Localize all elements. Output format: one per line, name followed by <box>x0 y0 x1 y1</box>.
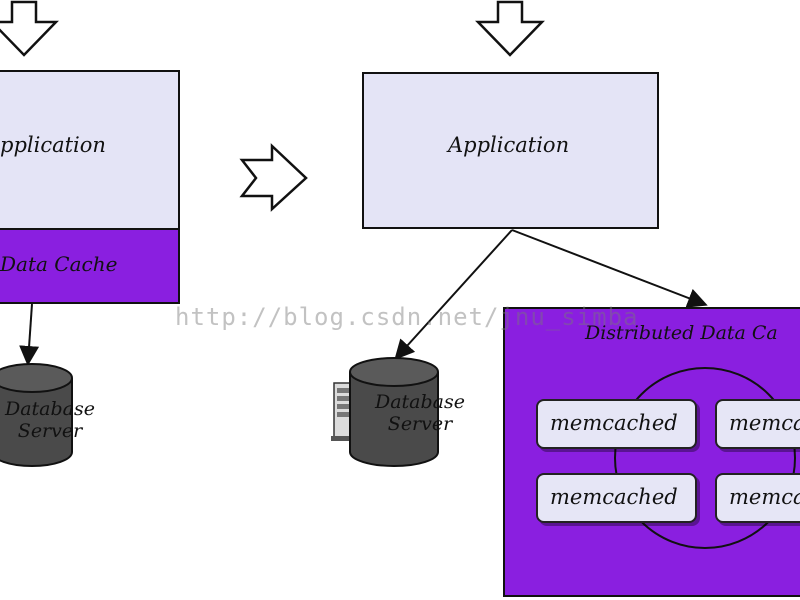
left-database-label-line1: Database <box>4 398 95 420</box>
right-database-label: Database Server <box>360 391 480 435</box>
left-cache-to-db-arrow <box>19 303 40 366</box>
left-data-cache-box <box>0 228 180 304</box>
left-application-label: pplication <box>0 133 106 157</box>
left-data-cache-label: Data Cache <box>0 252 118 276</box>
left-down-arrow-icon <box>0 0 59 57</box>
right-down-arrow-icon <box>475 0 545 57</box>
left-database-label-line2: Server <box>17 420 83 442</box>
app-to-cache-arrow <box>511 229 708 308</box>
left-database-cylinder-icon <box>0 363 73 467</box>
memcached-node: memcached <box>536 399 697 449</box>
memcached-node: memcach <box>715 399 800 449</box>
right-application-box <box>362 72 659 229</box>
right-database-label-line1: Database <box>374 391 465 413</box>
app-to-db-arrow <box>394 229 513 360</box>
memcached-node: memcac <box>715 473 800 523</box>
distributed-cache-label: Distributed Data Ca <box>585 322 778 344</box>
right-database-label-line2: Server <box>387 413 453 435</box>
watermark-text: http://blog.csdn.net/jnu_simba <box>175 303 639 331</box>
memcached-node: memcached <box>536 473 697 523</box>
transition-right-arrow-icon <box>239 143 308 212</box>
right-database-cylinder-icon <box>349 357 439 467</box>
right-application-label: Application <box>448 133 570 157</box>
distributed-cache-panel <box>503 307 800 597</box>
left-database-label: Database Server <box>0 398 110 442</box>
